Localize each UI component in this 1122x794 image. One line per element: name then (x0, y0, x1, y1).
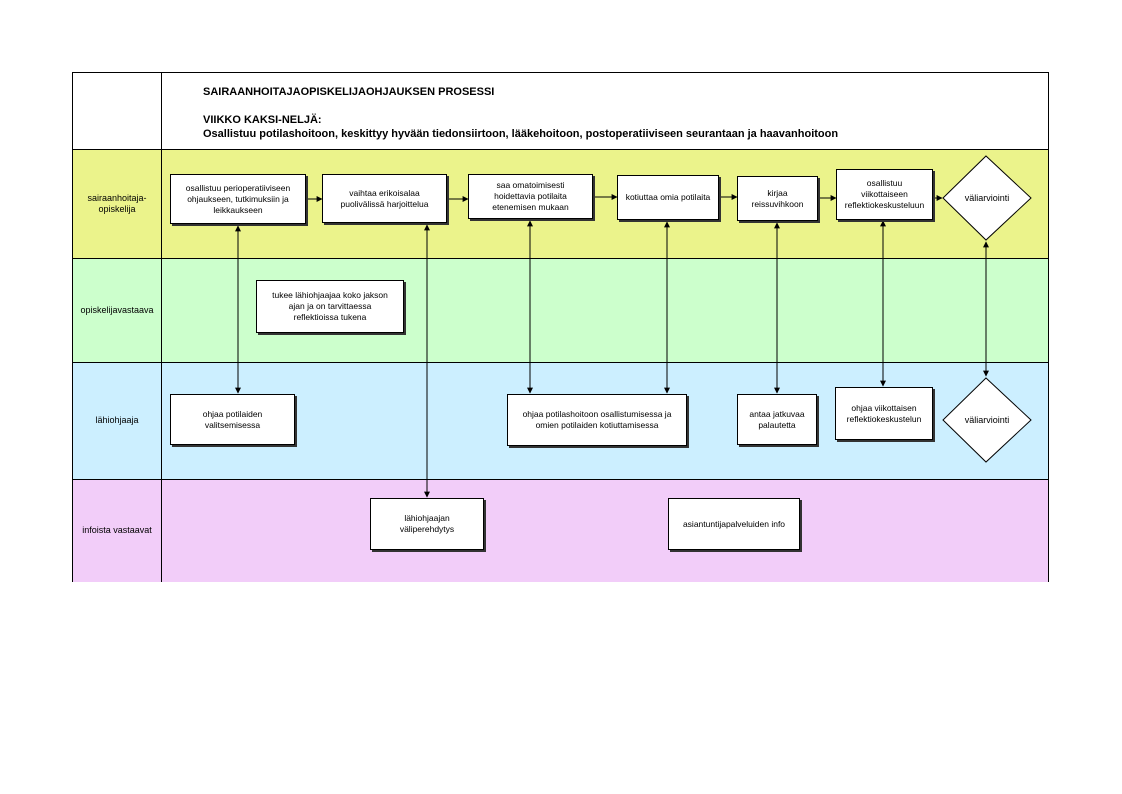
step-weekly-reflection: osallistuu viikottaiseen reflektiokeskus… (836, 169, 933, 220)
label-column-divider (161, 72, 162, 582)
guide-patient-selection: ohjaa potilaiden valitsemisessa (170, 394, 295, 445)
expert-services-info: asiantuntijapalveluiden info (668, 498, 800, 550)
step-change-specialty: vaihtaa erikoisalaa puolivälissä harjoit… (322, 174, 447, 223)
lane-label-info: infoista vastaavat (82, 525, 152, 535)
diagram-title: SAIRAANHOITAJAOPISKELIJAOHJAUKSEN PROSES… (203, 86, 495, 98)
decision-label-student: väliarviointi (964, 193, 1010, 203)
diagram-description: Osallistuu potilashoitoon, keskittyy hyv… (203, 128, 839, 140)
give-feedback: antaa jatkuvaa palautetta (737, 394, 817, 445)
decision-label-supervisor: väliarviointi (964, 415, 1010, 425)
guide-weekly-reflection: ohjaa viikottaisen reflektiokeskustelun (835, 387, 933, 440)
lane-label-responsible: opiskelijavastaava (80, 304, 154, 315)
supervisor-midterm-orientation: lähiohjaajan väliperehdytys (370, 498, 484, 550)
guide-patient-care: ohjaa potilashoitoon osallistumisessa ja… (507, 394, 687, 446)
step-own-patients: saa omatoimisesti hoidettavia potilaita … (468, 174, 593, 219)
support-supervisor-box: tukee lähiohjaajaa koko jakson ajan ja o… (256, 280, 404, 333)
step-write-logbook: kirjaa reissuvihkoon (737, 176, 818, 221)
lane-responsible (73, 258, 1048, 362)
step-discharge-patients: kotiuttaa omia potilaita (617, 175, 719, 220)
lane-label-student: sairaanhoitaja- opiskelija (87, 192, 147, 214)
step-perioperative: osallistuu perioperatiiviseen ohjaukseen… (170, 174, 306, 224)
lane-info (73, 479, 1048, 582)
lane-label-supervisor: lähiohjaaja (95, 415, 139, 425)
diagram-subtitle: VIIKKO KAKSI-NELJÄ: (203, 114, 322, 126)
